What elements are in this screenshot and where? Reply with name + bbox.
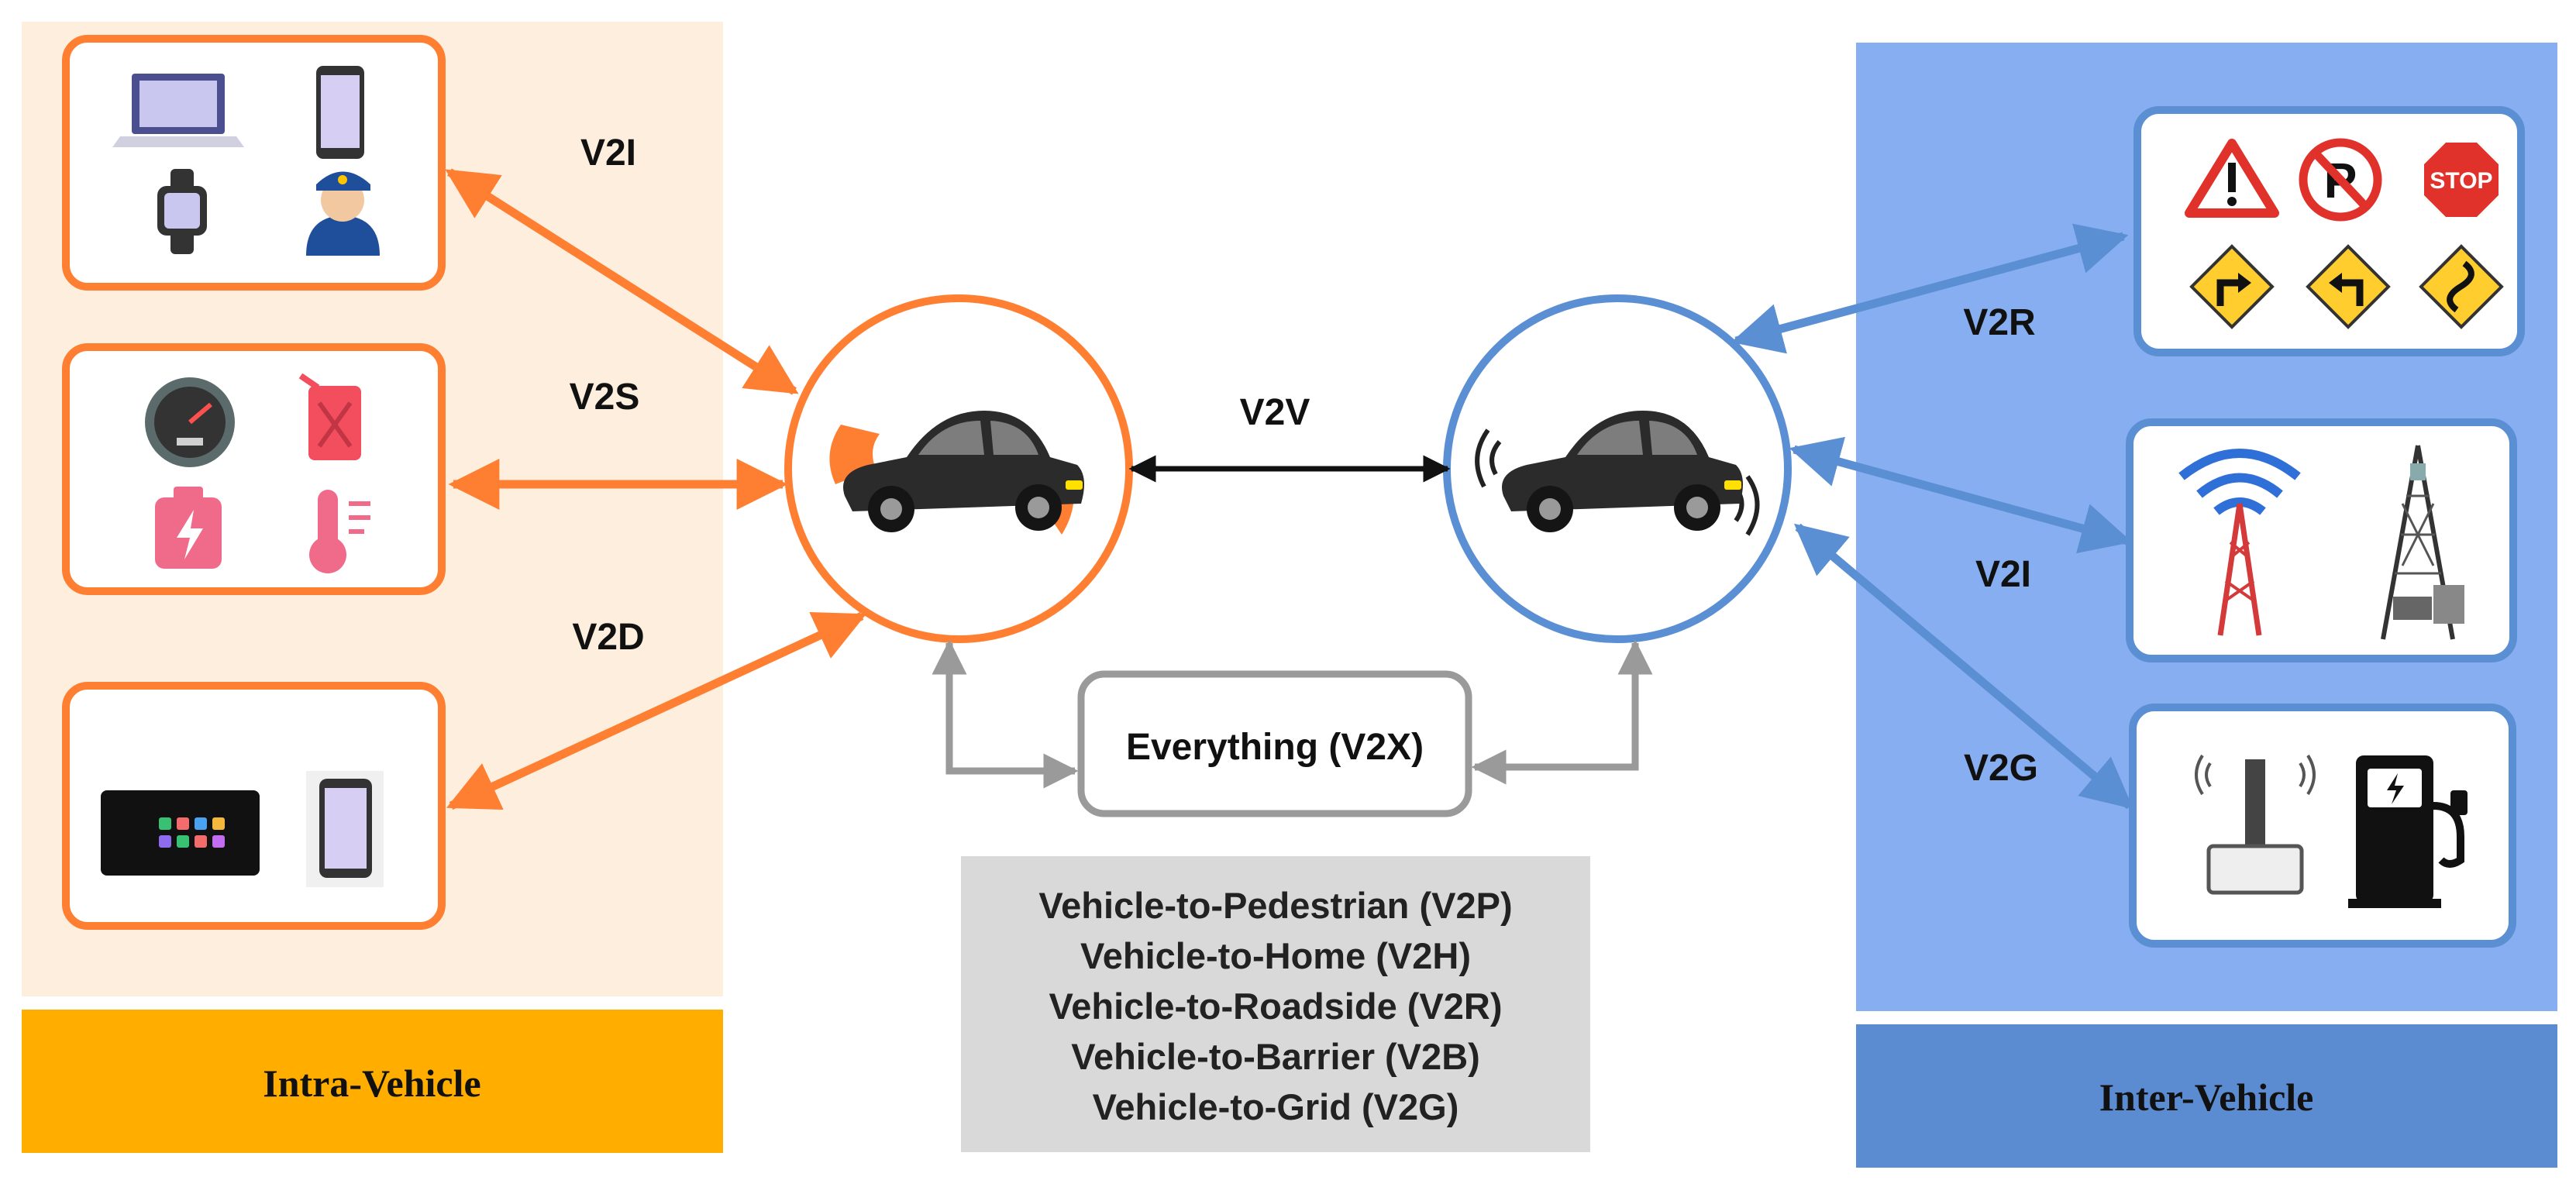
fuel-can-icon — [298, 373, 361, 460]
winding-road-sign-icon — [2419, 244, 2504, 329]
v2r-arrow — [1731, 223, 2129, 354]
no-parking-sign-icon: P — [2299, 138, 2382, 222]
left-turn-sign-icon — [2306, 244, 2391, 329]
smartwatch-icon — [157, 169, 207, 254]
list-item: Vehicle-to-Pedestrian (V2P) — [1038, 885, 1512, 926]
signal-wave-icon — [1475, 428, 1760, 536]
v2i-right-label: V2I — [1975, 554, 2031, 595]
device-group-v2d — [62, 682, 446, 930]
cell-tower-icon — [2381, 445, 2464, 640]
v2v-label: V2V — [1240, 392, 1310, 433]
list-item: Vehicle-to-Roadside (V2R) — [1049, 986, 1503, 1027]
vehicle-node-left — [784, 294, 1133, 643]
v2x-types-list: Vehicle-to-Pedestrian (V2P) Vehicle-to-H… — [961, 856, 1590, 1152]
v2x-types-list-background — [961, 856, 1590, 1152]
v2r-label: V2R — [1963, 302, 2035, 343]
v2g-label: V2G — [1964, 748, 2038, 789]
list-item: Vehicle-to-Grid (V2G) — [1093, 1086, 1459, 1127]
thermometer-icon — [309, 490, 370, 573]
v2s-label: V2S — [570, 377, 640, 418]
charging-group-v2g — [2129, 704, 2516, 948]
v2d-arrow — [446, 611, 866, 810]
car-infotainment-display-icon — [101, 790, 260, 876]
right-panel-title: Inter-Vehicle — [2099, 1075, 2314, 1119]
v2i-left-label: V2I — [580, 132, 636, 174]
ev-charging-station-icon — [2348, 755, 2468, 908]
right-panel: Inter-Vehicle P STOP — [1856, 43, 2557, 1168]
list-item: Vehicle-to-Home (V2H) — [1080, 935, 1471, 976]
device-group-v2s — [62, 343, 446, 595]
stop-sign-icon: STOP — [2424, 143, 2499, 217]
v2i-left-arrow — [445, 168, 799, 395]
vehicle-node-right — [1443, 294, 1792, 643]
left-panel: Intra-Vehicle — [22, 22, 723, 1153]
left-panel-title-bar — [22, 1010, 723, 1153]
list-item: Vehicle-to-Barrier (V2B) — [1071, 1036, 1480, 1077]
wifi-tower-icon — [2178, 449, 2301, 636]
right-turn-sign-icon — [2189, 244, 2275, 329]
hub-connector-right — [1471, 639, 1653, 785]
speedometer-icon — [145, 377, 235, 467]
laptop-icon — [112, 74, 244, 147]
road-sign-group-v2r: P STOP — [2133, 106, 2525, 356]
battery-icon — [155, 487, 222, 569]
smartphone-icon — [306, 771, 384, 887]
v2x-hub-label: Everything (V2X) — [1126, 727, 1424, 768]
stop-sign-text: STOP — [2430, 168, 2492, 194]
v2g-arrow — [1793, 523, 2134, 810]
police-officer-icon — [306, 171, 380, 256]
tower-group-v2i — [2126, 418, 2517, 662]
hub-connector-left — [932, 639, 1079, 789]
device-group-v2i — [62, 35, 446, 291]
v2d-label: V2D — [572, 617, 644, 658]
wireless-charger-icon — [2195, 754, 2316, 895]
left-panel-title: Intra-Vehicle — [263, 1062, 480, 1105]
right-panel-title-bar — [1856, 1024, 2557, 1168]
v2x-hub: Everything (V2X) — [1077, 670, 1472, 817]
warning-sign-icon — [2185, 139, 2279, 218]
smartphone-icon — [316, 66, 364, 159]
